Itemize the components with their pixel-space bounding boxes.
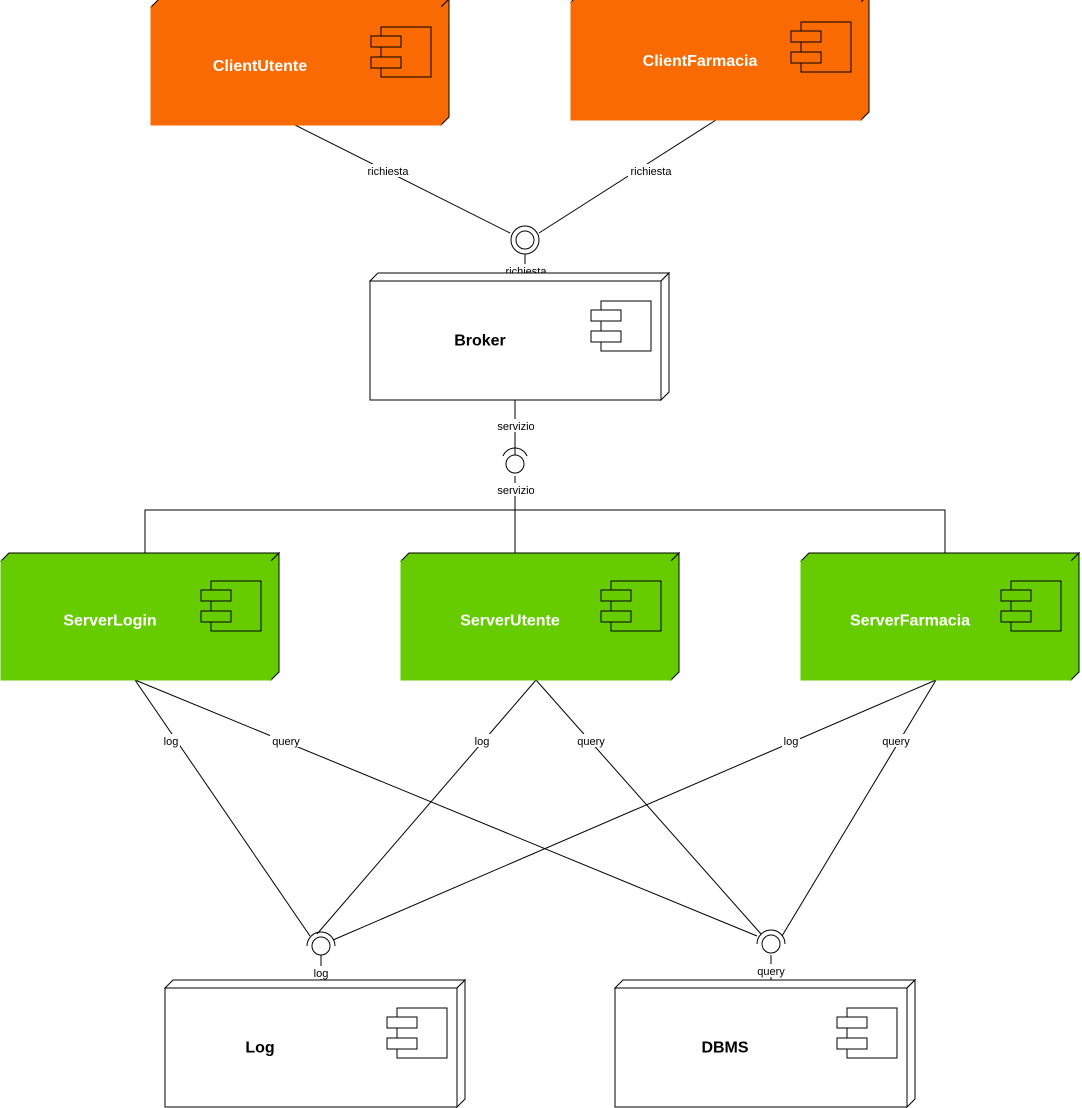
edge-label-query: query — [577, 736, 605, 748]
node-label: DBMS — [701, 1040, 748, 1057]
edge-label-query: query — [272, 736, 300, 748]
connector-clientutente-broker — [294, 124, 511, 234]
node-clientfarmacia: ClientFarmacia — [569, 0, 870, 122]
node-broker: Broker — [368, 271, 671, 402]
lollipop-icon — [756, 929, 786, 954]
component-icon — [200, 580, 262, 632]
edge-label-log: log — [314, 968, 329, 980]
connector-clientfarmacia-broker — [538, 119, 717, 234]
connector-login-log — [134, 679, 311, 937]
edge-label-log: log — [164, 736, 179, 748]
component-icon — [386, 1007, 448, 1059]
node-label: ServerLogin — [63, 613, 156, 630]
node-serverutente: ServerUtente — [399, 551, 681, 682]
socket-icon — [502, 447, 528, 474]
connector-utente-query — [535, 679, 762, 935]
lollipop-icon — [510, 225, 540, 255]
connector-farmacia-query — [781, 679, 937, 937]
node-clientutente: ClientUtente — [149, 0, 450, 127]
node-label: Log — [245, 1040, 274, 1057]
node-dbms: DBMS — [613, 978, 917, 1108]
node-label: ServerUtente — [460, 613, 560, 630]
edge-label-richiesta: richiesta — [631, 166, 673, 178]
node-label: Broker — [454, 333, 506, 350]
edge-label-query: query — [757, 966, 785, 978]
lollipop-icon — [306, 931, 336, 956]
component-icon — [1000, 580, 1062, 632]
edge-label-log: log — [475, 736, 490, 748]
edge-label-query: query — [882, 736, 910, 748]
node-serverlogin: ServerLogin — [0, 551, 281, 682]
node-serverfarmacia: ServerFarmacia — [799, 551, 1081, 682]
node-log: Log — [163, 978, 467, 1108]
edge-label-richiesta: richiesta — [368, 166, 410, 178]
connector-utente-log — [316, 679, 537, 935]
connector-login-query — [134, 679, 758, 937]
component-icon — [590, 300, 652, 352]
component-icon — [600, 580, 662, 632]
component-icon — [790, 21, 852, 73]
edge-label-servizio: servizio — [497, 485, 534, 497]
component-icon — [370, 26, 432, 78]
node-label: ClientFarmacia — [643, 53, 758, 70]
node-label: ClientUtente — [213, 58, 307, 75]
component-icon — [836, 1007, 898, 1059]
edge-label-log: log — [784, 736, 799, 748]
servers-bus — [144, 509, 946, 560]
node-label: ServerFarmacia — [850, 613, 970, 630]
edge-label-servizio: servizio — [497, 421, 534, 433]
connector-farmacia-log — [332, 679, 937, 941]
